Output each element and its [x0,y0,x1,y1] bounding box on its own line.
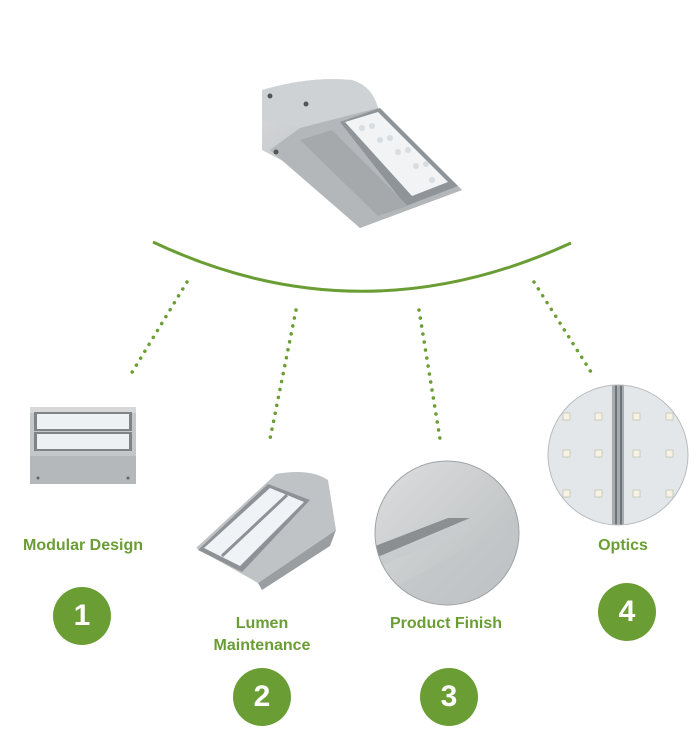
feature-label-line: Lumen [235,615,289,632]
feature-label-product-finish: Product Finish [390,615,502,632]
feature-number-badge-1: 1 [53,587,111,645]
dotted-connectors [129,280,593,441]
feature-number-badge-3: 3 [420,668,478,726]
lumen-maintenance-photo [196,472,336,590]
product-finish-photo [374,460,520,606]
wall-light-fixture-image [262,79,462,228]
feature-label-line: Maintenance [213,637,311,654]
feature-label-modular-design: Modular Design [22,537,143,554]
feature-number-badge-2: 2 [233,668,291,726]
feature-number-badge-4: 4 [598,583,656,641]
modular-design-photo [30,407,136,484]
feature-label-lumen-maintenance: Lumen Maintenance [187,613,337,657]
optics-led-photo [547,384,689,526]
green-arc [152,240,572,293]
feature-label-optics: Optics [598,537,648,554]
